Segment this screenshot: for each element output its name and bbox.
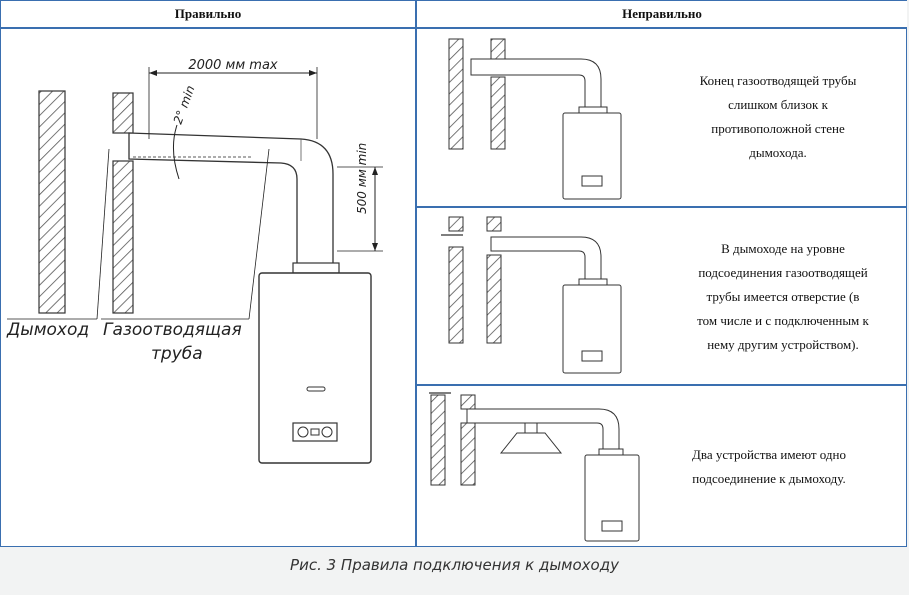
note-3-line-2: подсоединение к дымоходу. bbox=[692, 471, 846, 486]
row-divider-2 bbox=[417, 384, 907, 386]
incorrect-note-2: В дымоходе на уровне подсоединения газоо… bbox=[661, 237, 905, 357]
incorrect-note-3: Два устройства имеют одно подсоединение … bbox=[661, 443, 877, 491]
flue-pipe bbox=[128, 132, 334, 268]
heater-body bbox=[258, 272, 372, 464]
header-correct: Правильно bbox=[1, 1, 415, 29]
header-incorrect: Неправильно bbox=[417, 1, 907, 29]
flue-pipe-label-line1: Газоотводящая bbox=[103, 320, 242, 340]
heater-controls bbox=[292, 422, 338, 442]
column-divider bbox=[415, 1, 417, 547]
chimney-wall-right-bottom bbox=[112, 160, 134, 314]
length-dimension-label: 2000 мм max bbox=[188, 58, 278, 73]
incorrect-diagram-1 bbox=[448, 38, 622, 200]
note-2-line-1: В дымоходе на уровне bbox=[721, 241, 845, 256]
figure-frame: Правильно Неправильно 2000 мм max 2° min bbox=[0, 0, 907, 547]
note-1-line-2: слишком близок к bbox=[728, 97, 828, 112]
note-3-line-1: Два устройства имеют одно bbox=[692, 447, 846, 462]
note-2-line-5: нему другим устройством). bbox=[707, 337, 859, 352]
chimney-wall-left bbox=[38, 90, 66, 314]
note-2-line-4: том числе и с подключенным к bbox=[697, 313, 869, 328]
note-1-line-4: дымохода. bbox=[749, 145, 807, 160]
heater-collar bbox=[292, 262, 340, 274]
note-2-line-3: трубы имеется отверстие (в bbox=[706, 289, 860, 304]
flue-pipe-label-line2: труба bbox=[151, 344, 203, 364]
note-2-line-2: подсоединения газоотводящей bbox=[698, 265, 868, 280]
chimney-wall-right-top bbox=[112, 92, 134, 134]
figure-caption: Рис. 3 Правила подключения к дымоходу bbox=[290, 556, 619, 574]
incorrect-note-1: Конец газоотводящей трубы слишком близок… bbox=[653, 69, 903, 165]
chimney-label: Дымоход bbox=[6, 320, 89, 340]
angle-label: 2° min bbox=[171, 84, 198, 126]
note-1-line-3: противоположной стене bbox=[711, 121, 845, 136]
height-dimension-label: 500 мм min bbox=[355, 143, 369, 214]
incorrect-diagram-3 bbox=[429, 392, 640, 542]
note-1-line-1: Конец газоотводящей трубы bbox=[699, 73, 857, 88]
correct-diagram: 2000 мм max 2° min 500 мм min Дымоход Га… bbox=[6, 58, 383, 464]
row-divider-1 bbox=[417, 206, 907, 208]
incorrect-diagram-2 bbox=[441, 216, 622, 374]
